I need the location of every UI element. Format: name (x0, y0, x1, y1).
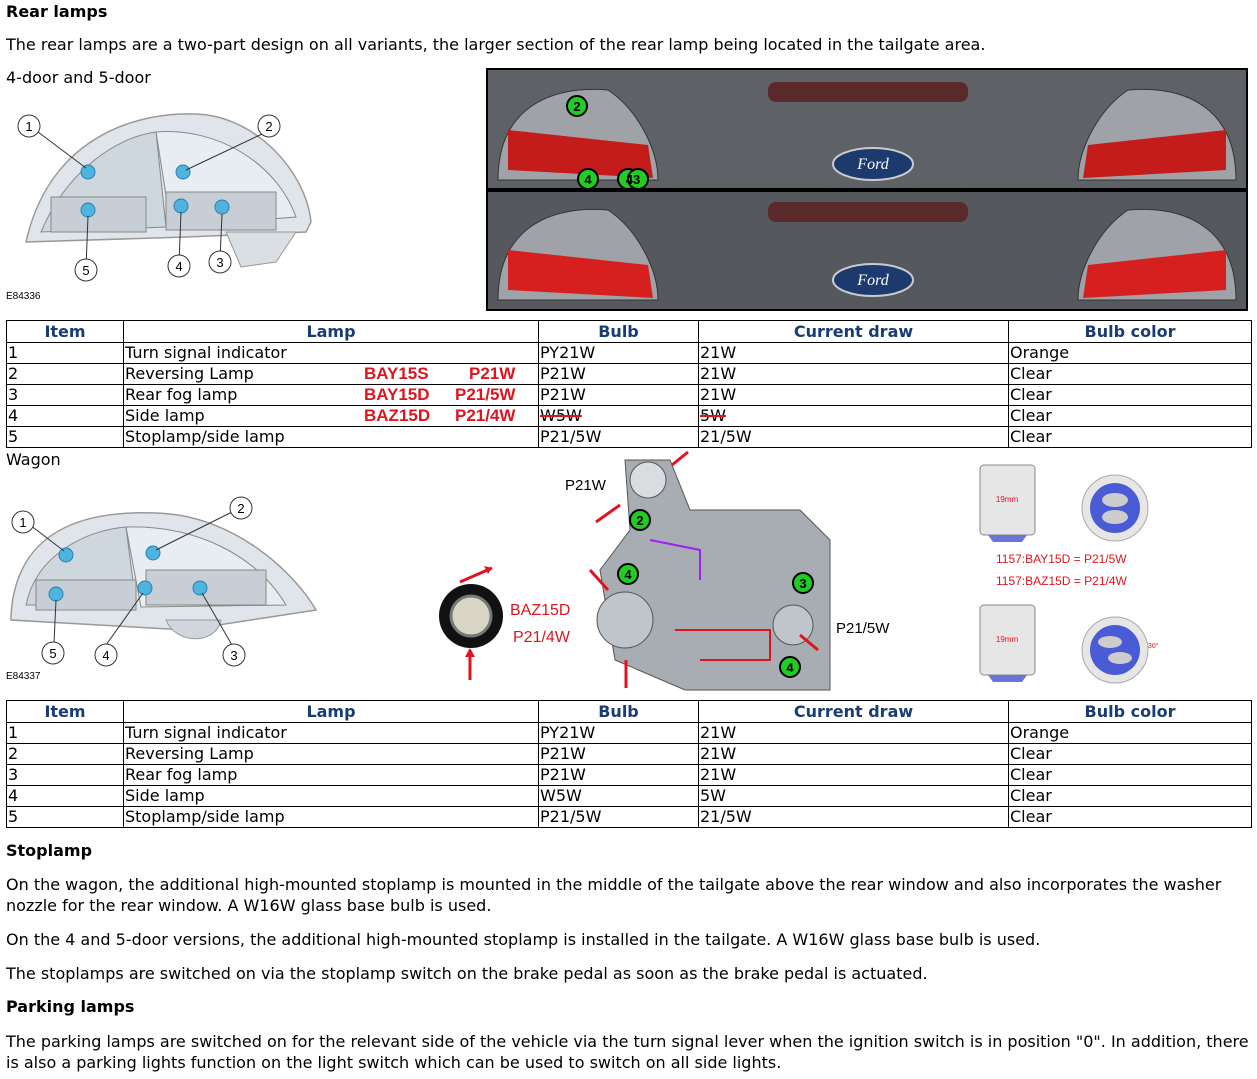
header-current-draw: Current draw (698, 700, 1009, 723)
table-row: 5 Stoplamp/side lamp P21/5W 21/5W Clear (6, 426, 1252, 448)
stoplamp-paragraph-1: On the wagon, the additional high-mounte… (6, 875, 1222, 915)
stoplamp-paragraph-2: On the 4 and 5-door versions, the additi… (6, 930, 1041, 949)
bulb-annotation: P21/5W (455, 385, 516, 405)
svg-text:3: 3 (216, 255, 223, 270)
bulb-table-4-5-door: Item Lamp Bulb Current draw Bulb color 1… (6, 320, 1252, 448)
callout-3 (208, 250, 232, 274)
svg-text:Ford: Ford (856, 272, 889, 289)
bulb-annotation: P21W (469, 364, 516, 384)
section-heading-stoplamp: Stoplamp (6, 841, 93, 860)
figure-code: E84337 (6, 671, 41, 682)
svg-text:BAZ15D: BAZ15D (510, 602, 570, 619)
header-current-draw: Current draw (698, 320, 1009, 343)
callout-2 (257, 114, 281, 138)
bulb-note-2: 1157:BAZ15D = P21/4W (996, 574, 1128, 588)
svg-text:4: 4 (584, 172, 592, 187)
svg-text:5: 5 (82, 263, 89, 278)
table-header-row: Item Lamp Bulb Current draw Bulb color (6, 700, 1252, 723)
intro-paragraph: The rear lamps are a two-part design on … (6, 35, 986, 54)
header-lamp: Lamp (123, 320, 539, 343)
figure-code: E84336 (6, 291, 41, 302)
svg-text:3: 3 (230, 648, 237, 663)
socket-annotation: BAY15D (364, 385, 430, 405)
svg-text:3: 3 (799, 576, 806, 591)
bulb-socket-closeup: BAZ15D P21/4W (439, 566, 571, 680)
header-item: Item (6, 700, 124, 723)
header-item: Item (6, 320, 124, 343)
variant-label-4-5-door: 4-door and 5-door (6, 68, 151, 87)
svg-text:4: 4 (175, 259, 182, 274)
bulb-holder-board: P21W P21/5W 2 4 3 4 (565, 450, 890, 691)
ford-badge-icon (832, 263, 914, 297)
callout-1 (17, 114, 41, 138)
svg-text:30°: 30° (1148, 642, 1159, 650)
header-bulb-color: Bulb color (1008, 320, 1252, 343)
svg-text:P21/5W: P21/5W (836, 620, 890, 637)
socket-annotation: BAZ15D (364, 406, 431, 426)
bulb-note-1: 1157:BAY15D = P21/5W (996, 552, 1127, 566)
callout-5 (74, 258, 98, 282)
header-bulb: Bulb (538, 320, 699, 343)
rear-lamp-diagram-4-5-door: 1 2 3 4 5 E84336 (6, 113, 312, 302)
bulb-table-wagon: Item Lamp Bulb Current draw Bulb color 1… (6, 700, 1252, 828)
svg-text:Ford: Ford (856, 156, 889, 173)
section-heading-parking-lamps: Parking lamps (6, 997, 135, 1016)
svg-text:2: 2 (265, 119, 272, 134)
header-lamp: Lamp (123, 700, 539, 723)
ford-badge-icon (832, 147, 914, 181)
stoplamp-paragraph-3: The stoplamps are switched on via the st… (6, 964, 928, 983)
struck-bulb: W5W (540, 406, 582, 426)
svg-text:1: 1 (19, 515, 26, 530)
header-bulb: Bulb (538, 700, 699, 723)
socket-annotation: BAY15S (364, 364, 429, 384)
bulb-reference-drawings: 19mm 1157:BAY15D = P21/5W 1157:BAZ15D = … (979, 464, 1159, 684)
svg-text:P21/4W: P21/4W (513, 629, 571, 646)
callout-4 (167, 254, 191, 278)
svg-text:2: 2 (237, 501, 244, 516)
variant-label-wagon: Wagon (6, 450, 61, 469)
svg-text:4: 4 (786, 660, 794, 675)
svg-text:4: 4 (624, 567, 632, 582)
svg-text:43: 43 (626, 172, 640, 187)
svg-text:5: 5 (49, 646, 56, 661)
section-heading-rear-lamps: Rear lamps (6, 2, 108, 21)
svg-text:1: 1 (25, 119, 32, 134)
parking-paragraph-1: The parking lamps are switched on for th… (6, 1032, 1249, 1072)
svg-text:4: 4 (102, 648, 109, 663)
table-row: 1 Turn signal indicator PY21W 21W Orange (6, 342, 1252, 364)
rear-lamp-diagram-wagon: 1 2 3 4 5 E84337 (6, 496, 318, 682)
tailgate-photo: Ford Ford 2 4 43 (486, 68, 1248, 311)
svg-text:P21W: P21W (565, 477, 607, 494)
table-header-row: Item Lamp Bulb Current draw Bulb color (6, 320, 1252, 343)
svg-text:2: 2 (636, 513, 643, 528)
header-bulb-color: Bulb color (1008, 700, 1252, 723)
struck-draw: 5W (700, 406, 726, 426)
bulb-annotation: P21/4W (455, 406, 516, 426)
svg-text:2: 2 (573, 99, 580, 114)
svg-text:19mm: 19mm (996, 635, 1019, 644)
svg-text:19mm: 19mm (996, 495, 1019, 504)
